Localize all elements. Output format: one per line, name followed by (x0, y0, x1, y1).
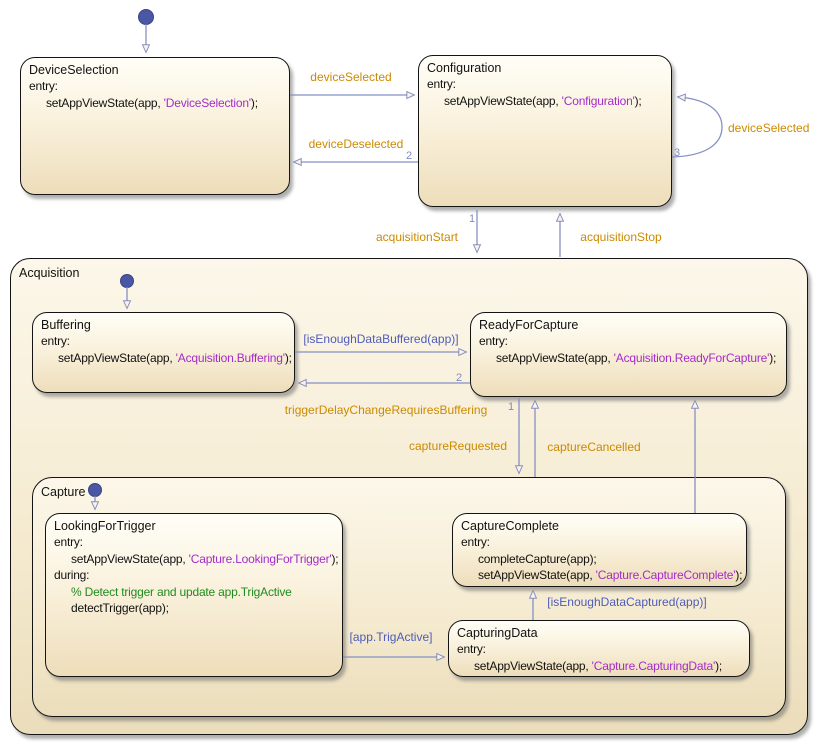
number-trigger-delay-change: 2 (455, 372, 463, 384)
code-segment: during: (54, 568, 90, 582)
code-line: setAppViewState(app, 'DeviceSelection'); (29, 95, 281, 112)
initial-dot-capture[interactable] (88, 483, 102, 497)
label-capture-cancelled[interactable]: captureCancelled (547, 440, 641, 454)
code-line: completeCapture(app); (461, 551, 738, 568)
code-segment: 'DeviceSelection' (163, 95, 251, 110)
code-segment: % Detect trigger and update app.TrigActi… (71, 584, 292, 599)
label-is-enough-data-buffered[interactable]: [isEnoughDataBuffered(app)] (303, 332, 459, 346)
code-segment: entry: (29, 79, 58, 93)
state-capturing-data[interactable]: CapturingData entry: setAppViewState(app,… (448, 620, 750, 677)
code-line: during: (54, 567, 334, 584)
label-capture-requested[interactable]: captureRequested (408, 439, 508, 453)
code-segment: setAppViewState(app, (474, 658, 592, 673)
code-segment: entry: (427, 77, 456, 91)
code-segment: entry: (54, 535, 83, 549)
code-line: setAppViewState(app, 'Capture.CaptureCom… (461, 567, 742, 584)
code-segment: 'Configuration' (561, 93, 635, 108)
code-segment: entry: (479, 334, 508, 348)
code-segment: 'Capture.LookingForTrigger' (188, 551, 332, 566)
code-segment: ); (634, 93, 642, 108)
number-device-selected-loop: 3 (673, 147, 681, 159)
code-segment: 'Acquisition.Buffering' (175, 350, 285, 365)
state-looking-for-trigger[interactable]: LookingForTrigger entry: setAppViewState(… (45, 513, 343, 677)
label-app-trig-active[interactable]: [app.TrigActive] (349, 630, 433, 644)
code-segment: 'Capture.CaptureComplete' (595, 568, 736, 582)
state-capture-complete[interactable]: CaptureComplete entry: completeCapture(ap… (452, 513, 747, 587)
transition-device-selected-loop[interactable] (671, 93, 723, 158)
state-capture-title: Capture (41, 485, 86, 499)
label-device-deselected[interactable]: deviceDeselected (308, 137, 404, 151)
state-device-selection-title: DeviceSelection (29, 63, 119, 77)
code-segment: entry: (457, 642, 486, 656)
code-segment: setAppViewState(app, (71, 551, 189, 566)
code-segment: setAppViewState(app, (444, 93, 562, 108)
code-line: entry: (54, 534, 334, 551)
code-segment: entry: (41, 334, 70, 348)
state-buffering-title: Buffering (41, 318, 91, 332)
state-capturing-data-title: CapturingData (457, 626, 538, 640)
code-line: entry: (41, 333, 286, 350)
code-segment: setAppViewState(app, (496, 350, 614, 365)
state-device-selection-body: entry: setAppViewState(app, 'DeviceSelect… (29, 78, 281, 111)
code-line: setAppViewState(app, 'Configuration'); (427, 93, 663, 110)
code-segment: ); (284, 350, 292, 365)
code-segment: setAppViewState(app, (46, 95, 164, 110)
code-segment: 'Capture.CapturingData' (591, 658, 716, 673)
code-line: entry: (427, 76, 663, 93)
code-segment: detectTrigger(app); (71, 601, 169, 615)
label-trigger-delay-change[interactable]: triggerDelayChangeRequiresBuffering (284, 403, 488, 417)
number-acquisition-start: 1 (468, 213, 476, 225)
label-is-enough-data-captured[interactable]: [isEnoughDataCaptured(app)] (547, 595, 707, 609)
label-device-selected-loop[interactable]: deviceSelected (728, 121, 810, 135)
code-segment: ); (331, 551, 339, 566)
state-configuration[interactable]: Configuration entry: setAppViewState(app,… (418, 55, 672, 207)
code-line: entry: (479, 333, 778, 350)
label-device-selected[interactable]: deviceSelected (310, 70, 392, 84)
state-capture-complete-title: CaptureComplete (461, 519, 559, 533)
code-line: entry: (461, 534, 738, 551)
state-looking-for-trigger-title: LookingForTrigger (54, 519, 156, 533)
code-line: setAppViewState(app, 'Acquisition.Buffer… (41, 350, 292, 367)
label-acquisition-stop[interactable]: acquisitionStop (580, 230, 662, 244)
code-line: setAppViewState(app, 'Capture.LookingFor… (54, 551, 339, 568)
code-segment: setAppViewState(app, (58, 350, 176, 365)
label-acquisition-start[interactable]: acquisitionStart (375, 230, 459, 244)
code-segment: ); (735, 568, 743, 582)
state-capture-complete-body: entry:completeCapture(app);setAppViewSta… (461, 534, 742, 584)
state-buffering[interactable]: Buffering entry: setAppViewState(app, 'Ac… (32, 312, 295, 393)
code-line: setAppViewState(app, 'Capture.CapturingD… (457, 658, 741, 675)
initial-dot-acquisition[interactable] (120, 274, 134, 288)
initial-dot-top[interactable] (138, 9, 154, 25)
state-ready-for-capture[interactable]: ReadyForCapture entry: setAppViewState(ap… (470, 312, 787, 397)
state-ready-for-capture-title: ReadyForCapture (479, 318, 579, 332)
state-buffering-body: entry: setAppViewState(app, 'Acquisition.… (41, 333, 292, 367)
state-configuration-body: entry: setAppViewState(app, 'Configuratio… (427, 76, 663, 109)
state-configuration-title: Configuration (427, 61, 502, 75)
code-line: % Detect trigger and update app.TrigActi… (54, 584, 334, 601)
state-acquisition-title: Acquisition (19, 266, 80, 280)
code-line: setAppViewState(app, 'Acquisition.ReadyF… (479, 350, 778, 367)
code-segment: entry: (461, 535, 490, 549)
code-segment: ); (715, 658, 722, 673)
code-segment: ); (769, 350, 777, 365)
code-segment: ); (250, 95, 258, 110)
number-capture-requested: 1 (507, 401, 515, 413)
code-line: detectTrigger(app); (54, 600, 334, 617)
code-line: entry: (29, 78, 281, 95)
code-segment: setAppViewState(app, (478, 568, 596, 582)
state-device-selection[interactable]: DeviceSelection entry: setAppViewState(ap… (20, 57, 290, 195)
state-capturing-data-body: entry: setAppViewState(app, 'Capture.Capt… (457, 641, 741, 674)
code-segment: completeCapture(app); (478, 551, 597, 566)
state-ready-for-capture-body: entry: setAppViewState(app, 'Acquisition.… (479, 333, 778, 366)
state-looking-for-trigger-body: entry: setAppViewState(app, 'Capture.Look… (54, 534, 339, 617)
code-line: entry: (457, 641, 741, 658)
number-device-deselected: 2 (405, 150, 413, 162)
code-segment: 'Acquisition.ReadyForCapture' (613, 350, 770, 365)
